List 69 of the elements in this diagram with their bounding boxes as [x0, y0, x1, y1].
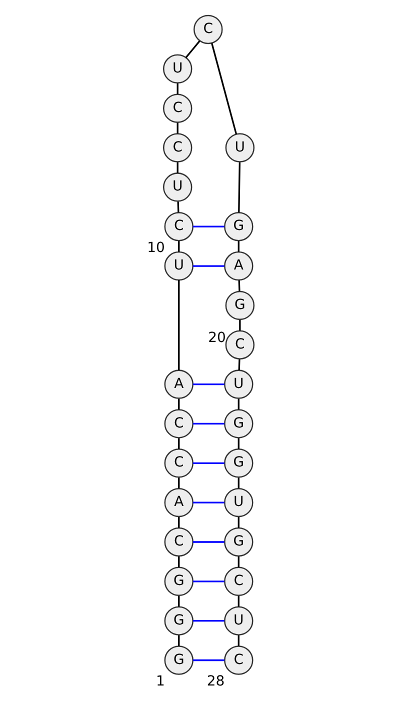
connector	[192, 226, 224, 228]
connector	[192, 541, 224, 543]
node-circle: G	[224, 527, 253, 557]
connector	[192, 383, 224, 386]
node-circle: U	[224, 370, 253, 399]
connector	[237, 241, 239, 252]
node-circle: U	[224, 133, 254, 162]
connector	[178, 556, 180, 568]
connector	[178, 596, 180, 607]
node-circle: C	[162, 133, 192, 162]
node-circle: U	[224, 488, 253, 518]
connector	[176, 83, 178, 94]
connector	[237, 398, 239, 410]
node-circle: G	[224, 212, 253, 242]
connector	[210, 43, 237, 134]
node-label: 28	[206, 673, 224, 690]
node-circle: C	[164, 527, 193, 557]
node-circle: C	[164, 409, 193, 438]
connector	[237, 438, 239, 449]
node-circle: U	[162, 54, 192, 84]
node-circle: G	[164, 606, 193, 636]
connector	[192, 422, 224, 425]
connector	[192, 265, 224, 267]
node-circle: C	[164, 212, 193, 242]
connector	[237, 517, 239, 528]
connector	[192, 580, 224, 582]
node-circle: C	[224, 646, 253, 675]
connector	[178, 438, 180, 449]
node-circle: G	[224, 409, 253, 438]
node-circle: C	[162, 94, 192, 123]
node-label: 10	[146, 240, 164, 256]
connector	[238, 280, 240, 292]
node-circle: C	[224, 330, 254, 360]
node-circle: U	[224, 606, 253, 636]
connector	[178, 517, 180, 528]
connector	[238, 162, 240, 213]
node-circle: G	[164, 566, 193, 596]
connector	[178, 635, 180, 646]
node-circle: G	[224, 448, 253, 478]
connector	[178, 280, 180, 370]
connector	[192, 620, 224, 622]
node-circle: A	[224, 251, 253, 281]
node-circle: G	[164, 646, 193, 675]
node-label: 20	[208, 330, 226, 346]
connector	[237, 635, 239, 646]
connector	[238, 320, 240, 331]
node-circle: C	[164, 448, 193, 478]
connector	[178, 478, 180, 488]
connector	[192, 659, 224, 662]
node-circle: U	[164, 251, 193, 281]
node-circle: C	[224, 566, 253, 596]
node-circle: A	[164, 488, 193, 518]
connector	[238, 359, 240, 370]
node-circle: G	[224, 290, 254, 320]
node-circle: A	[164, 370, 193, 399]
node-circle: C	[193, 14, 222, 44]
connector	[176, 202, 179, 212]
connector	[237, 596, 239, 607]
node-label: 1	[155, 673, 164, 690]
connector	[178, 241, 180, 252]
connector	[176, 162, 178, 173]
connector	[237, 478, 239, 488]
connector	[237, 556, 239, 568]
connector	[184, 40, 200, 58]
connector	[192, 462, 224, 464]
node-circle: U	[162, 172, 192, 202]
connector	[192, 502, 224, 504]
connector	[176, 122, 178, 134]
connector	[178, 398, 180, 410]
